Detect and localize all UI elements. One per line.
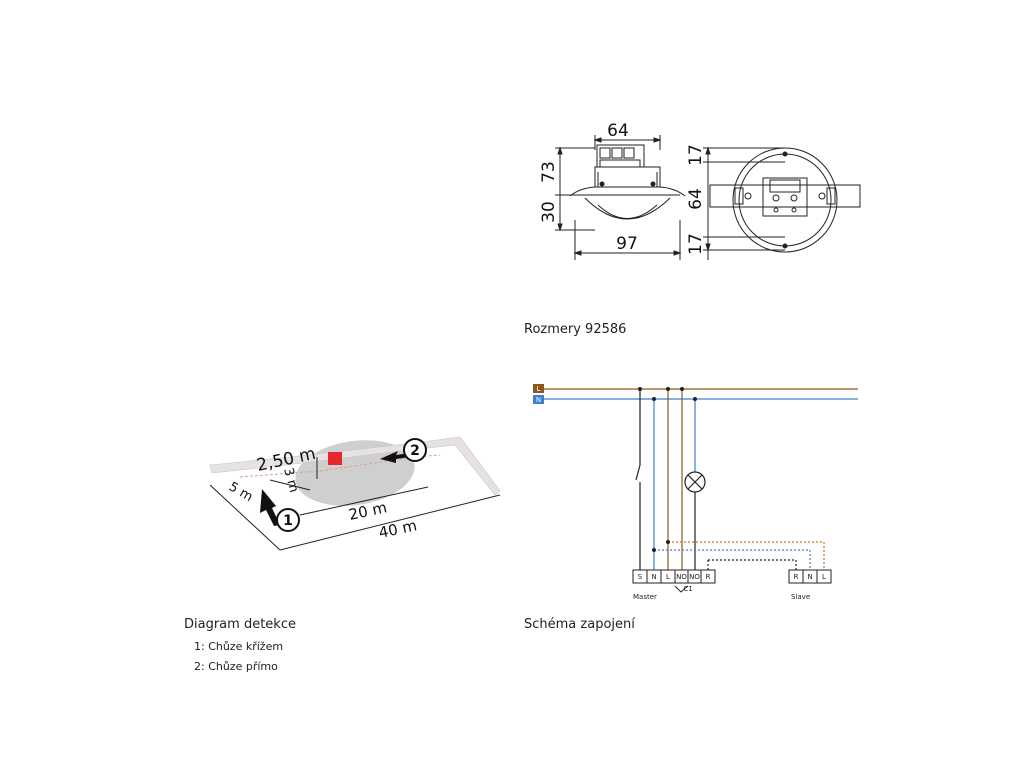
bus-n-label: N [536,396,541,404]
dim-top-upper: 17 [686,144,706,166]
label-3m: 3 m [280,466,301,494]
detection-caption: Diagram detekce [184,617,296,632]
label-40m: 40 m [377,516,418,542]
master-terminal-r: R [706,573,711,581]
wiring-diagram: L N S N L NO NO R C1 Master [533,384,858,601]
legend-item-2: 2: Chůze přímo [194,660,278,673]
dim-top-lower: 17 [686,233,706,255]
sensor-marker [328,452,342,465]
label-5m: 5 m [226,479,255,505]
walk-arrow-2 [380,451,410,463]
dimensions-caption: Rozmery 92586 [524,322,627,337]
dim-top-middle: 64 [686,188,706,210]
dim-height-lower: 30 [539,201,559,223]
relay-label: C1 [683,585,692,593]
walk-marker-2: 2 [410,443,420,459]
master-label: Master [633,593,657,601]
slave-terminal-l: L [822,573,826,581]
master-terminal-no2: NO [689,573,700,581]
walk-band [209,436,501,496]
dim-width-top: 64 [607,121,629,141]
dim-height-upper: 73 [539,161,559,183]
top-view-drawing [703,146,861,260]
dimension-drawings: 64 73 30 97 17 64 17 [539,121,861,260]
master-terminal-l: L [666,573,670,581]
master-terminal-s: S [638,573,643,581]
bus-l-label: L [537,385,541,393]
master-terminal-block [632,569,716,584]
slave-terminal-n: N [807,573,812,581]
detection-diagram: 1 2 2,50 m 3 m 5 m 20 m 40 m [209,436,501,551]
side-view-drawing [555,135,686,260]
wiring-caption: Schéma zapojení [524,617,635,632]
relay-symbol [674,585,689,593]
dim-width-bottom: 97 [616,234,638,254]
master-terminal-no1: NO [676,573,687,581]
slave-terminal-r: R [794,573,799,581]
legend-item-1: 1: Chůze křížem [194,640,284,653]
walk-marker-1: 1 [283,513,293,529]
master-terminal-n: N [651,573,656,581]
walk-arrow-1 [260,489,280,526]
slave-terminal-block [788,569,832,584]
bus-n-badge [533,395,544,404]
bus-l-badge [533,384,544,393]
slave-label: Slave [791,593,810,601]
